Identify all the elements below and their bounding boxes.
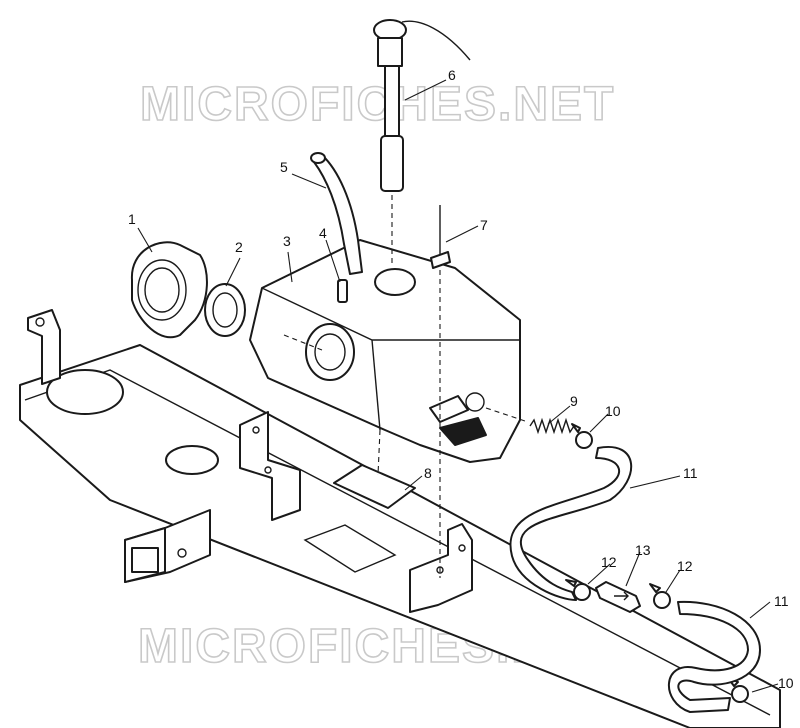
hose-clamp-right	[649, 583, 671, 609]
callout-10-lower: 10	[778, 675, 794, 691]
callout-2: 2	[235, 239, 243, 255]
fuel-tank	[249, 239, 521, 463]
callout-10-upper: 10	[605, 403, 621, 419]
callout-13: 13	[635, 542, 651, 558]
callout-9: 9	[570, 393, 578, 409]
watermark-top: MICROFICHES.NET	[140, 78, 615, 131]
hose-clamp-upper	[571, 423, 593, 449]
hose-clamp-left	[565, 579, 591, 601]
callout-11-lower: 11	[774, 593, 789, 609]
callout-8: 8	[424, 465, 432, 481]
callout-12-left: 12	[601, 554, 617, 570]
cap-gasket	[204, 283, 246, 337]
fuel-filter	[595, 581, 641, 613]
callout-12-right: 12	[677, 558, 693, 574]
frame-rail	[19, 309, 781, 728]
callout-3: 3	[283, 233, 291, 249]
vent-fitting	[337, 279, 348, 303]
fuel-valve-spring	[529, 417, 575, 435]
callout-5: 5	[280, 159, 288, 175]
assembly-lines	[283, 195, 529, 578]
fuel-line-upper	[509, 445, 633, 601]
vent-hose	[310, 152, 363, 275]
callout-1: 1	[128, 211, 136, 227]
callout-7: 7	[480, 217, 488, 233]
fuel-gauge-sender	[373, 19, 471, 192]
gas-cap	[130, 241, 208, 339]
fuel-line-lower	[667, 600, 761, 713]
mounting-stud	[430, 205, 451, 269]
callout-6: 6	[448, 67, 456, 83]
callout-4: 4	[319, 225, 327, 241]
callout-labels: 1 2 3 4 5 6 7 8 9 10 11 12 13 12 11 10	[128, 67, 794, 691]
callout-11-upper: 11	[683, 465, 698, 481]
leader-lines	[137, 79, 779, 693]
tank-pad	[333, 464, 416, 509]
